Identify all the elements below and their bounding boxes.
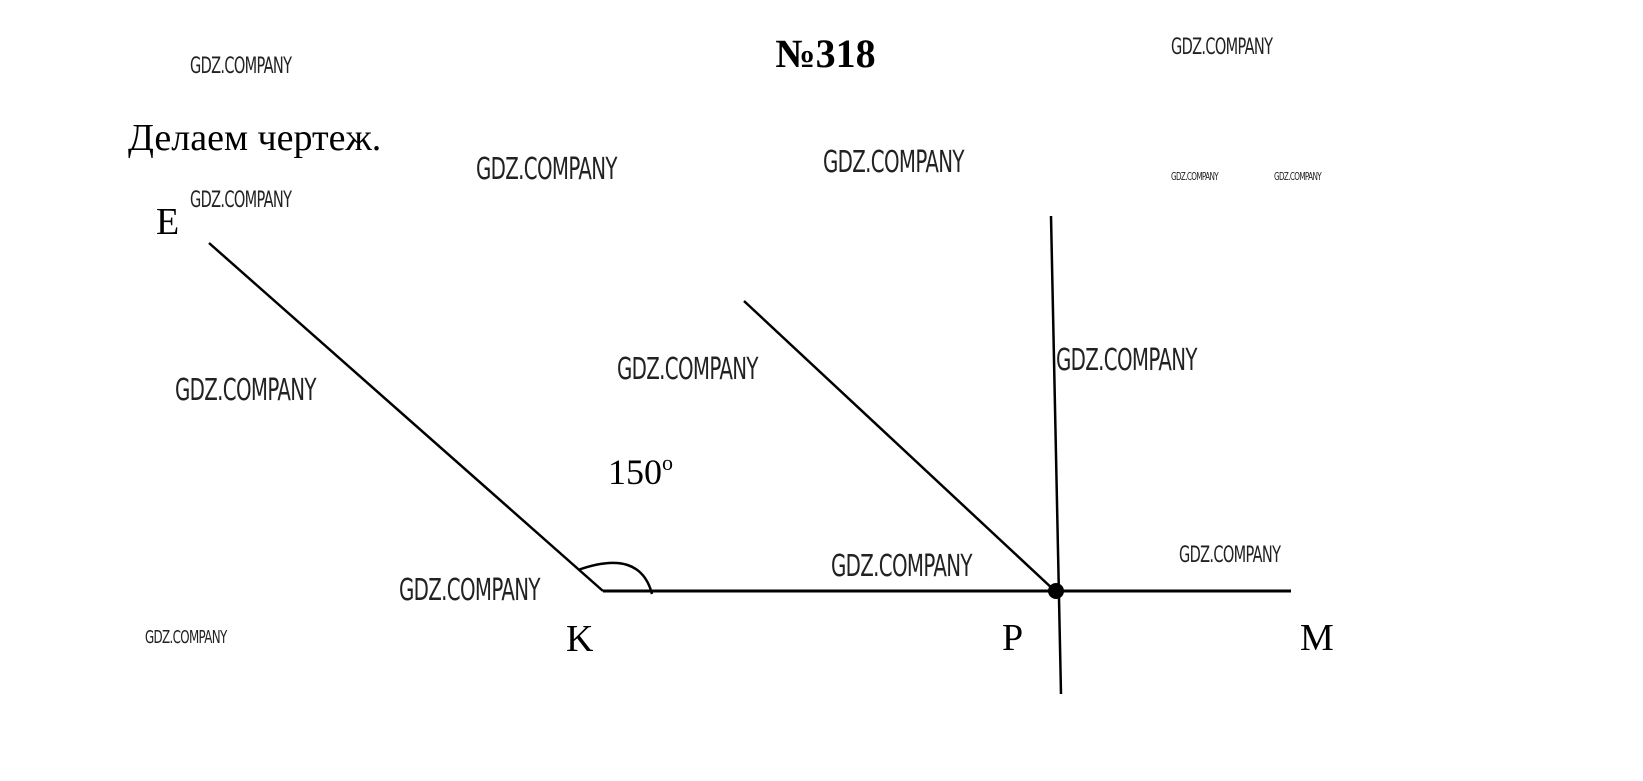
problem-number: №318 — [775, 31, 876, 76]
watermark: GDZ.COMPANY — [823, 145, 964, 180]
watermark: GDZ.COMPANY — [1056, 343, 1197, 378]
perpendicular-line-at-P — [1049, 215, 1063, 695]
watermark: GDZ.COMPANY — [1179, 543, 1281, 568]
watermark: GDZ.COMPANY — [1171, 35, 1273, 60]
watermark: GDZ.COMPANY — [399, 573, 540, 608]
label-point-K: K — [566, 618, 594, 660]
parallel-ray-through-P — [743, 300, 1056, 592]
angle-value-label: 150o — [608, 450, 673, 492]
label-point-P: P — [1002, 617, 1024, 659]
point-P-dot — [1048, 583, 1064, 599]
label-point-M: M — [1300, 617, 1334, 659]
watermark: GDZ.COMPANY — [476, 152, 617, 187]
watermark: GDZ.COMPANY — [190, 54, 292, 79]
watermark: GDZ.COMPANY — [831, 549, 972, 584]
watermark: GDZ.COMPANY — [175, 373, 316, 408]
watermark: GDZ.COMPANY — [145, 627, 227, 648]
watermark: GDZ.COMPANY — [617, 352, 758, 387]
degree-mark: o — [662, 450, 673, 475]
instruction-text: Делаем чертеж. — [128, 117, 382, 159]
watermark: GDZ.COMPANY — [1274, 170, 1322, 183]
ray-KE — [208, 242, 604, 592]
angle-arc-150 — [577, 561, 654, 595]
watermark: GDZ.COMPANY — [1171, 170, 1219, 183]
label-point-E: E — [156, 201, 180, 243]
watermark: GDZ.COMPANY — [190, 188, 292, 213]
angle-value: 150 — [608, 452, 662, 492]
